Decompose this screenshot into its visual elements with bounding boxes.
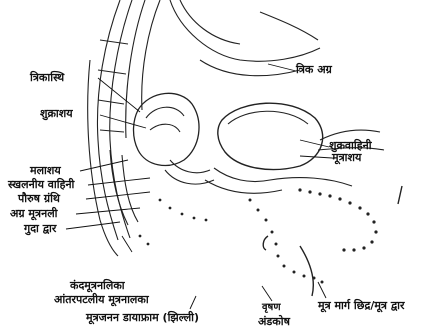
label-mutrashay: मूत्राशय [332, 152, 361, 164]
label-mutra-marg-chhidra: मूत्र मार्ग छिद्र/मूत्र द्वार [318, 300, 405, 312]
label-malashay: मलाशय [30, 165, 61, 177]
label-agra-mutranali: अग्र मूत्रनली [10, 208, 58, 220]
label-antarpatliya-mutranalika: आंतरपटलीय मूत्रनालका [54, 294, 149, 306]
label-trik-agra: त्रिक अग्र [296, 64, 332, 76]
label-vrishan: वृषण [262, 302, 281, 314]
label-trikasthi: त्रिकास्थि [30, 72, 64, 84]
label-mutrajanan-diaphragm: मूत्रजनन डायाफ्राम (झिल्ली) [86, 312, 199, 324]
label-shukrashay: शुक्राशय [40, 108, 73, 120]
label-paurush-granthi: पौरुष ग्रंथि [18, 193, 60, 205]
label-kandmutranalika: कंदमूत्रनलिका [70, 280, 125, 292]
label-skhalaniya-vahini: स्खलनीय वाहिनी [8, 179, 74, 191]
label-guda-dwar: गुदा द्वार [24, 223, 56, 235]
label-andkosh: अंडकोष [258, 316, 290, 328]
